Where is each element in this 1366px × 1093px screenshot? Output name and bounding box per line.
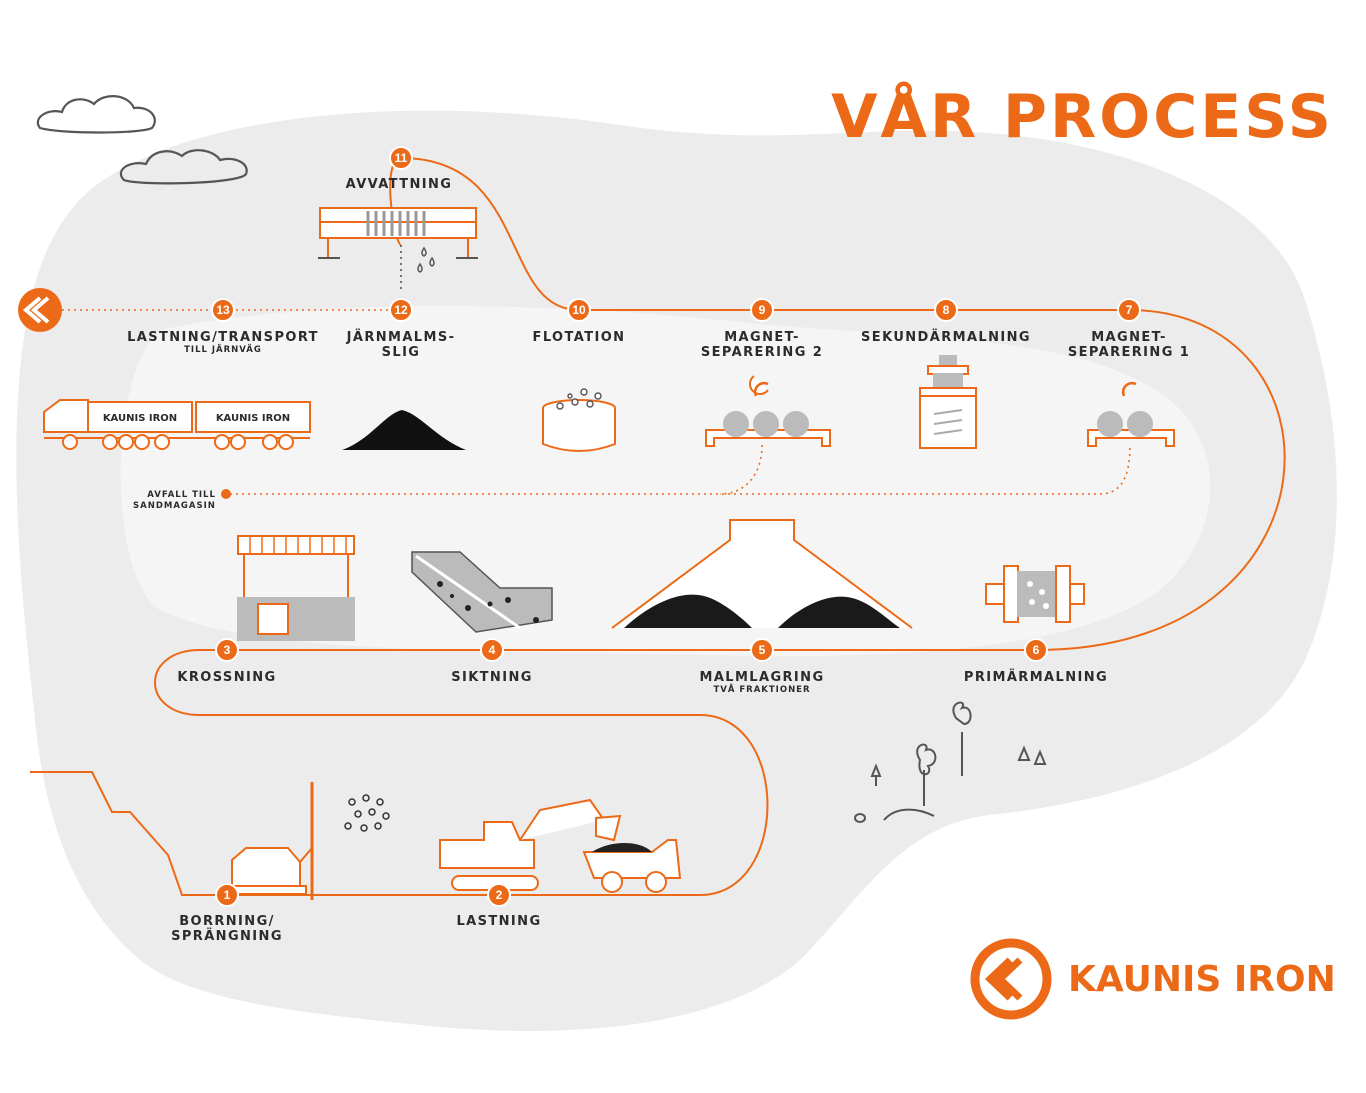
- truck-label-1: KAUNIS IRON: [103, 413, 177, 424]
- step-4-marker: 4: [480, 638, 504, 662]
- step-13-label: LASTNING/TRANSPORT TILL JÄRNVÄG: [127, 330, 319, 355]
- crusher-building-icon: [237, 535, 355, 641]
- step-2-label: LASTNING: [456, 914, 542, 929]
- primary-mill-icon: [985, 565, 1085, 623]
- step-7-label: MAGNET- SEPARERING 1: [1067, 330, 1191, 360]
- water-drops-icon: [417, 246, 435, 273]
- concentrate-pile-icon: [342, 410, 466, 450]
- magnet-icon-2: [753, 381, 769, 397]
- step-3-marker: 3: [215, 638, 239, 662]
- step-1-label: BORRNING/ SPRÄNGNING: [171, 914, 283, 944]
- dump-truck-icon: [582, 839, 682, 893]
- truck-icon: [43, 399, 311, 450]
- step-8-label: SEKUNDÄRMALNING: [861, 330, 1031, 345]
- step-5-label: MALMLAGRING TVÅ FRAKTIONER: [699, 670, 825, 695]
- path-10-11: [400, 157, 580, 311]
- screening-icon: [411, 551, 553, 633]
- step-9-label: MAGNET- SEPARERING 2: [700, 330, 824, 360]
- step-5-marker: 5: [750, 638, 774, 662]
- step-12-marker: 12: [389, 298, 413, 322]
- step-11-marker: 11: [389, 146, 413, 170]
- brand-logo: KAUNIS IRON: [970, 938, 1336, 1020]
- step-11-label: AVVATTNING: [345, 177, 453, 192]
- path-1-2: [30, 771, 700, 896]
- step-9-marker: 9: [750, 298, 774, 322]
- step-3-label: KROSSNING: [177, 670, 277, 685]
- path-6-7: [1035, 309, 1286, 651]
- kaunis-iron-logo-icon: [970, 938, 1052, 1020]
- step-13-marker: 13: [211, 298, 235, 322]
- transport-arrow-icon: [18, 288, 62, 332]
- step-6-label: PRIMÄRMALNING: [963, 670, 1109, 685]
- step-12-label: JÄRNMALMS- SLIG: [346, 330, 456, 360]
- step-7-marker: 7: [1117, 298, 1141, 322]
- step-10-marker: 10: [567, 298, 591, 322]
- path-2-3: [154, 649, 769, 896]
- page-title: VÅR PROCESS: [831, 82, 1334, 152]
- flotation-tank-icon: [542, 388, 616, 452]
- secondary-mill-icon: [919, 355, 977, 449]
- trees-icon: [854, 701, 1047, 823]
- brand-name: KAUNIS IRON: [1068, 958, 1336, 1000]
- step-8-marker: 8: [934, 298, 958, 322]
- waste-dot: [221, 489, 231, 499]
- waste-label: AVFALL TILL SANDMAGASIN: [133, 490, 216, 511]
- magnetic-separator-2-icon: [705, 375, 831, 447]
- truck-label-2: KAUNIS IRON: [216, 413, 290, 424]
- magnet-icon-1: [1121, 381, 1137, 397]
- step-6-marker: 6: [1024, 638, 1048, 662]
- process-path: [30, 157, 1286, 896]
- cloud-2: [119, 149, 248, 185]
- step-4-label: SIKTNING: [451, 670, 533, 685]
- step-2-marker: 2: [487, 883, 511, 907]
- step-1-marker: 1: [215, 883, 239, 907]
- magnetic-separator-1-icon: [1087, 411, 1175, 447]
- ore-piles-icon: [624, 594, 900, 628]
- cloud-1: [36, 95, 156, 134]
- dewatering-press-icon: [318, 207, 478, 259]
- step-10-label: FLOTATION: [532, 330, 626, 345]
- rock-fragments-icon: [344, 794, 390, 832]
